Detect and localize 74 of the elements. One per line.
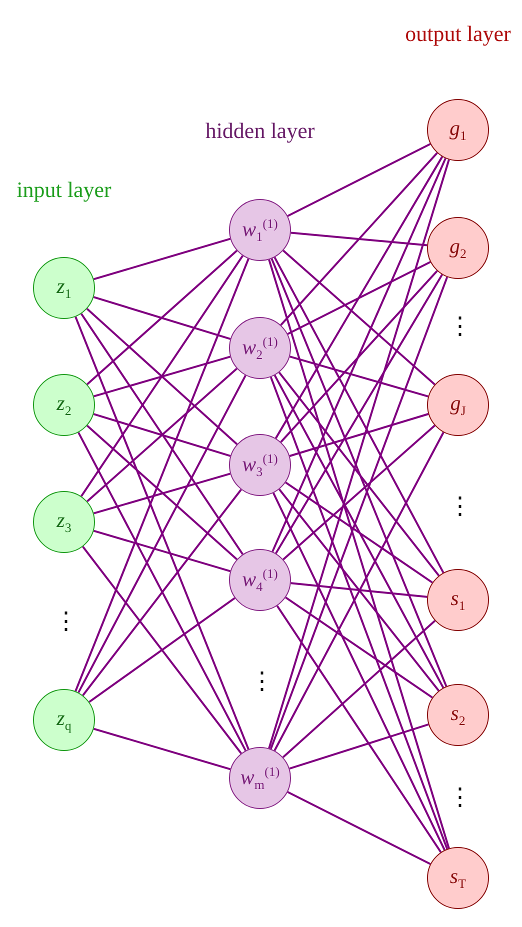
connection-line [93, 356, 231, 398]
connection-line [93, 728, 231, 770]
connection-line [280, 152, 438, 326]
connection-line [88, 597, 236, 703]
ellipsis-mark: ⋮ [448, 495, 468, 519]
connection-line [86, 250, 238, 386]
connection-line [82, 546, 242, 754]
connection-line [285, 596, 433, 698]
connection-line [268, 259, 450, 849]
neuron-circle [427, 217, 489, 279]
connection-line [285, 482, 433, 584]
connection-line [78, 374, 246, 694]
layer-heading: hidden layer [204, 117, 316, 145]
neuron-circle [33, 491, 95, 553]
connection-line [278, 372, 440, 576]
connection-line [270, 376, 448, 850]
neuron-label: z$_{2}$ [56, 392, 72, 418]
ellipsis-mark: ⋮ [448, 315, 468, 339]
connection-line [86, 424, 238, 560]
connection-line [86, 308, 238, 445]
connection-line [274, 432, 444, 752]
connection-line [276, 605, 442, 853]
connection-line [80, 313, 244, 555]
connection-line [290, 356, 428, 398]
connection-line [93, 530, 231, 572]
connection-line [282, 424, 436, 560]
connection-line [274, 156, 444, 439]
neuron-circle [229, 317, 291, 379]
connection-line [268, 159, 450, 749]
neuron-circle [427, 569, 489, 631]
connection-line [287, 261, 431, 335]
connection-line [290, 582, 428, 598]
connection-line [80, 255, 244, 497]
connection-line [272, 158, 446, 552]
connection-line [282, 620, 436, 758]
connection-line [287, 143, 431, 217]
connection-line [289, 413, 429, 457]
connection-line [93, 472, 231, 514]
neuron-circle [229, 434, 291, 496]
connection-line [93, 413, 231, 457]
neuron-circle [33, 374, 95, 436]
neuron-label: g$_{J}$ [450, 392, 466, 418]
neuron-label: z$_{3}$ [56, 510, 72, 534]
connection-line [289, 723, 429, 770]
neuron-label: g$_{1}$ [450, 118, 466, 142]
connection-line [272, 492, 446, 850]
neuron-label: z$_{1}$ [56, 276, 72, 300]
neuron-circle [229, 549, 291, 611]
neuron-label: g$_{2}$ [450, 236, 466, 260]
connection-line [282, 250, 436, 386]
connection-line [287, 791, 431, 865]
connection-line [93, 296, 231, 340]
ellipsis-mark: ⋮ [250, 670, 270, 694]
connection-line [74, 316, 250, 750]
ellipsis-mark: ⋮ [54, 610, 74, 634]
connection-line [274, 374, 444, 688]
layer-heading: input layer [16, 176, 112, 204]
neuron-circle [229, 199, 291, 261]
connection-line [78, 432, 246, 752]
neuron-label: s$_{T}$ [450, 866, 466, 890]
neuron-label: s$_{1}$ [450, 588, 466, 612]
connection-line [74, 258, 250, 692]
neuron-label: s$_{2}$ [450, 702, 466, 728]
connection-line [278, 488, 440, 692]
connection-line [93, 238, 231, 280]
connection-line [270, 258, 448, 687]
ellipsis-mark: ⋮ [448, 786, 468, 810]
neuron-label: z$_{q}$ [56, 708, 72, 732]
connection-line [290, 232, 428, 246]
connection-line [280, 270, 438, 443]
connection-line [82, 488, 242, 696]
layer-heading: output layer [404, 20, 512, 48]
connection-line [270, 276, 448, 750]
connection-line [86, 368, 238, 502]
